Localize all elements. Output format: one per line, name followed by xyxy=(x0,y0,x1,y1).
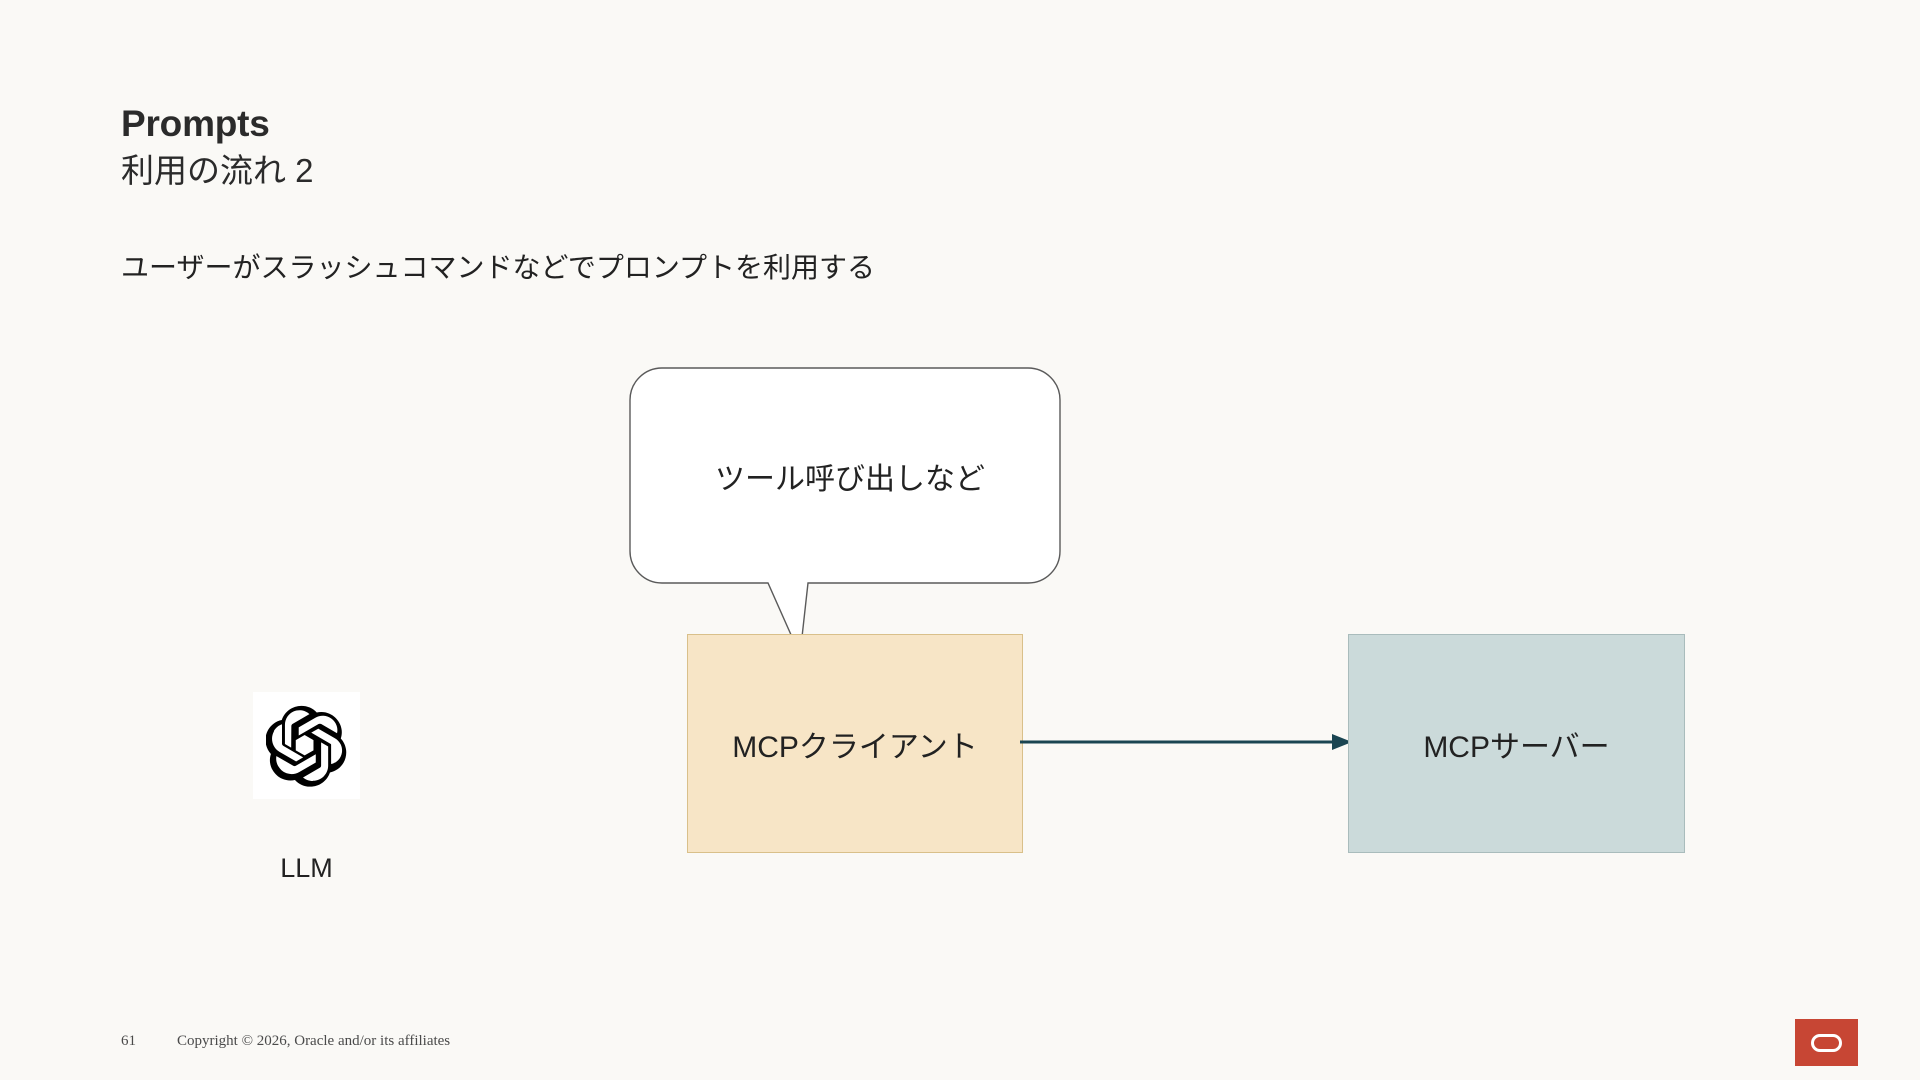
title-main: Prompts xyxy=(121,103,270,144)
node-mcp-client[interactable]: MCPクライアント xyxy=(687,634,1023,853)
title-subtitle: 利用の流れ 2 xyxy=(121,151,314,189)
speech-bubble-label: ツール呼び出しなど xyxy=(715,463,985,496)
oracle-o-icon xyxy=(1811,1033,1842,1052)
node-mcp-server-label: MCPサーバー xyxy=(1423,730,1610,764)
connector-arrow-icon xyxy=(1020,734,1352,750)
oracle-logo xyxy=(1795,1019,1858,1066)
node-mcp-client-label: MCPクライアント xyxy=(732,730,978,764)
page-title: Prompts 利用の流れ 2 xyxy=(121,102,314,193)
node-mcp-server[interactable]: MCPサーバー xyxy=(1348,634,1685,853)
node-llm-label: LLM xyxy=(280,853,333,883)
footer-copyright: Copyright © 2026, Oracle and/or its affi… xyxy=(177,1033,451,1049)
openai-logo-icon xyxy=(253,692,360,799)
speech-bubble: ツール呼び出しなど xyxy=(620,358,1080,668)
footer-page-number: 61 xyxy=(121,1033,136,1049)
body-text: ユーザーがスラッシュコマンドなどでプロンプトを利用する xyxy=(121,252,876,283)
openai-knot-glyph xyxy=(265,705,346,787)
speech-bubble-shape xyxy=(629,367,1061,658)
